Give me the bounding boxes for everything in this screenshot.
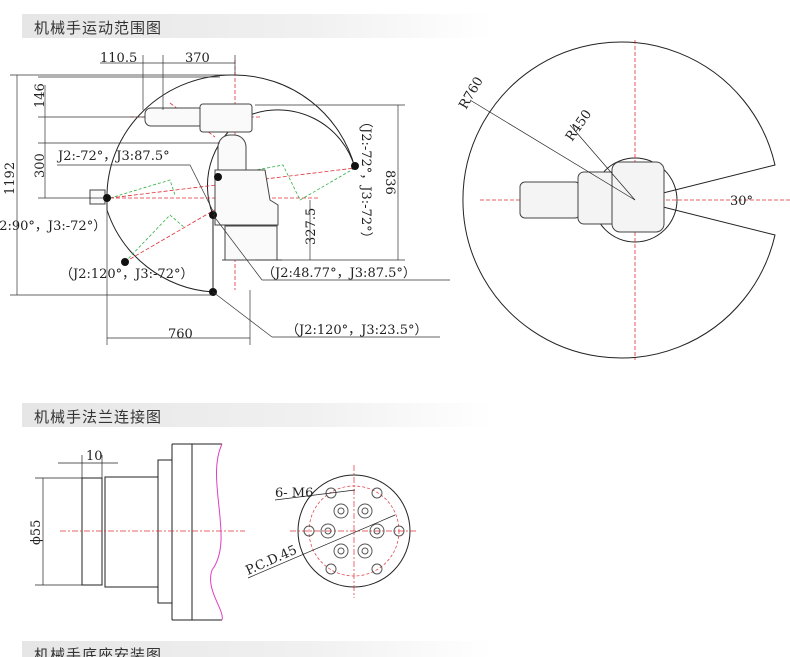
dim-327-5: 327.5 [304, 208, 319, 245]
radius-450-label: R450 [563, 107, 595, 144]
section-header-flange: 机械手法兰连接图 [22, 403, 492, 427]
dim-760: 760 [168, 327, 193, 342]
pose-label-2: J2:90°，J3:-72°） [0, 219, 106, 234]
dim-phi55: ϕ55 [29, 520, 44, 545]
dim-10: 10 [86, 449, 103, 464]
robot-top [519, 161, 665, 233]
reach-circle [462, 41, 776, 359]
arm-pose-lines [109, 164, 356, 263]
reach-envelope-outer [106, 74, 356, 293]
dimension-lines [10, 55, 450, 345]
radius-760-label: R760 [456, 75, 486, 112]
section-header-base: 机械手底座安装图 [22, 641, 492, 657]
pose-label-1: J2:-72°，J3:87.5° [56, 149, 170, 164]
section-header-motion-range: 机械手运动范围图 [22, 14, 492, 38]
dim-300: 300 [33, 153, 48, 178]
flange-front-view: 6- M6 P.C.D.45 [244, 465, 418, 598]
top-view: R760 R450 30° [456, 40, 790, 360]
section-title: 机械手法兰连接图 [34, 408, 163, 426]
dim-1192: 1192 [3, 162, 18, 195]
angle-label: 30° [730, 194, 753, 209]
dim-370: 370 [185, 51, 210, 66]
holes-label: 6- M6 [275, 486, 313, 501]
robot-arm [89, 103, 282, 261]
pose-label-3: （J2:120°，J3:-72°） [60, 267, 193, 282]
pcd-label: P.C.D.45 [244, 543, 300, 579]
dim-836: 836 [382, 170, 397, 195]
pose-label-5: （J2:120°，J3:23.5°） [286, 323, 427, 338]
dim-146: 146 [33, 83, 48, 108]
flange-side-view: 10 ϕ55 [29, 443, 245, 621]
side-view: 110.5 370 760 146 300 1192 836 327.5 J2:… [0, 51, 450, 345]
section-title: 机械手运动范围图 [34, 19, 163, 37]
pose-label-4: （J2:48.77°，J3:87.5°） [262, 266, 416, 281]
section-title: 机械手底座安装图 [34, 646, 163, 657]
dim-110-5: 110.5 [100, 51, 137, 66]
pose-label-6: （J2:-72°，J3:-72°） [358, 115, 373, 245]
